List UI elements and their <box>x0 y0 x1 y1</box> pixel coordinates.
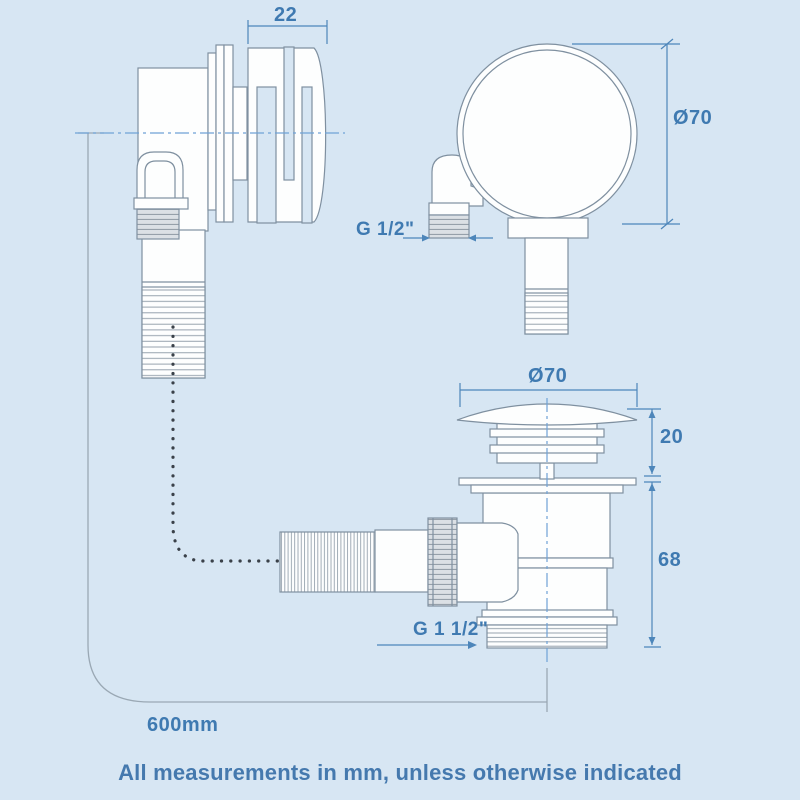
pop-up-chain-dotted-line <box>171 325 352 563</box>
thread-label-overflow: G 1/2" <box>356 219 415 240</box>
measurement-units-note: All measurements in mm, unless otherwise… <box>118 760 682 785</box>
overflow-front-view <box>428 43 638 335</box>
dimension-lines <box>247 20 680 648</box>
waste-side-view <box>279 403 638 649</box>
dimension-label-clamp-width: 22 <box>274 4 298 26</box>
dimension-label-body-height: 68 <box>658 549 682 571</box>
dimension-label-overflow-diameter: Ø70 <box>673 107 713 129</box>
dimension-label-hose-length: 600mm <box>147 714 219 736</box>
thread-label-waste: G 1 1/2" <box>413 619 489 640</box>
dimension-label-waste-diameter: Ø70 <box>528 365 568 387</box>
dimension-label-cap-height: 20 <box>660 426 684 448</box>
overflow-side-view <box>133 44 327 379</box>
dimension-arrowheads <box>422 234 656 649</box>
